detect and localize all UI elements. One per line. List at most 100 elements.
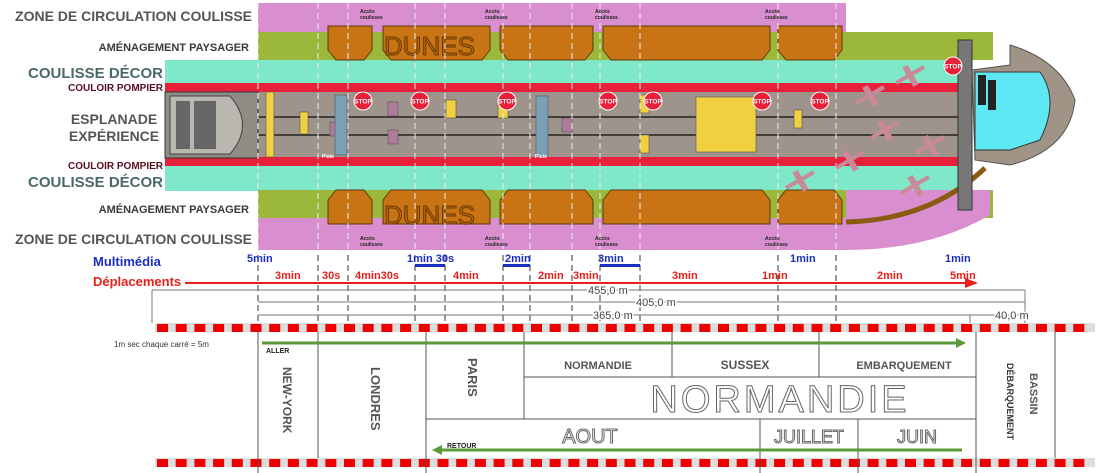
scenery-block xyxy=(265,91,275,158)
dune-top xyxy=(777,25,843,61)
plane-icon xyxy=(785,169,815,192)
label-decor-top: COULISSE DÉCOR xyxy=(28,65,163,82)
scale-square xyxy=(157,324,168,332)
stop-sign-label: STOP xyxy=(599,99,617,106)
scenery-block xyxy=(387,101,399,117)
scenery-block xyxy=(561,117,573,133)
scale-square xyxy=(998,459,1010,467)
dunes-label-bottom: DUNES xyxy=(384,200,475,230)
label-experience: EXPÉRIENCE xyxy=(69,128,159,144)
scale-square xyxy=(643,459,655,467)
scale-square xyxy=(362,324,374,332)
scenery-block xyxy=(334,94,348,156)
scale-square xyxy=(979,459,991,467)
scale-square xyxy=(344,459,355,467)
scale-square xyxy=(998,324,1010,332)
scale-square xyxy=(418,324,430,332)
scale-square xyxy=(269,459,281,467)
plane-icon xyxy=(900,174,930,197)
stop-sign-label: STOP xyxy=(811,99,829,106)
scale-square xyxy=(699,324,711,332)
stop-sign-icon xyxy=(598,91,618,111)
scale-square xyxy=(1017,324,1029,332)
dim-inner: 365,0 m xyxy=(593,310,633,322)
basin-water xyxy=(974,71,1051,151)
dune-bottom xyxy=(327,189,373,225)
scale-square xyxy=(830,459,842,467)
multimedia-duration: 2min xyxy=(505,253,531,265)
scale-square xyxy=(250,459,262,467)
scale-square xyxy=(213,459,225,467)
scale-square xyxy=(1017,459,1029,467)
access-label: Accès xyxy=(765,9,780,15)
scale-square xyxy=(1054,324,1066,332)
scale-square xyxy=(325,324,337,332)
scale-square xyxy=(344,324,355,332)
multimedia-duration: 5min xyxy=(247,253,273,265)
access-label: Accès xyxy=(360,9,375,15)
dune-bottom xyxy=(499,189,594,225)
deplacements-duration: 1min xyxy=(762,270,788,282)
retour-arrowhead xyxy=(432,445,442,455)
scenery-block xyxy=(639,134,650,154)
scale-square xyxy=(1035,459,1047,467)
zone-labels: ZONE DE CIRCULATION COULISSE AMÉNAGEMENT… xyxy=(15,8,252,247)
access-label: coulisses xyxy=(485,242,508,248)
stop-sign-icon xyxy=(643,91,663,111)
scale-square xyxy=(755,459,767,467)
scale-square xyxy=(400,324,412,332)
access-label: Accès xyxy=(485,236,500,242)
deplacements-duration: 2min xyxy=(538,270,564,282)
access-label: coulisses xyxy=(765,15,788,21)
piste-label: Piste xyxy=(535,154,547,160)
scale-square xyxy=(736,324,748,332)
deplacements-label: Déplacements xyxy=(93,274,181,289)
boat-icon xyxy=(978,75,986,105)
scale-square xyxy=(699,459,711,467)
deplacements-duration: 3min xyxy=(275,270,301,282)
scale-square xyxy=(755,324,767,332)
stop-sign-icon xyxy=(410,91,430,111)
scale-square xyxy=(1054,459,1066,467)
dim-end: 40,0 m xyxy=(995,310,1029,322)
decor-zone-top xyxy=(165,60,965,84)
scale-square xyxy=(250,324,262,332)
stop-sign-label: STOP xyxy=(644,99,662,106)
stop-sign-icon xyxy=(752,91,772,111)
pier xyxy=(957,39,973,211)
scale-square xyxy=(718,459,729,467)
plan-table xyxy=(257,332,1056,473)
access-label: coulisses xyxy=(485,15,508,21)
scenery-block xyxy=(535,95,549,157)
scale-square xyxy=(175,459,187,467)
scale-square xyxy=(269,324,281,332)
deplacements-duration: 30s xyxy=(322,270,340,282)
multimedia-duration: 1min xyxy=(945,253,971,265)
scale-strips xyxy=(155,323,1095,467)
scale-square xyxy=(400,459,412,467)
cell-debarquement: DÉBARQUEMENT xyxy=(1005,363,1015,441)
stop-sign-label: STOP xyxy=(411,99,429,106)
label-pompier-top: COULOIR POMPIER xyxy=(68,83,164,94)
scale-square xyxy=(493,324,505,332)
scale-square xyxy=(1073,459,1085,467)
scale-square xyxy=(867,324,879,332)
stop-sign-label: STOP xyxy=(944,64,962,71)
scale-square xyxy=(923,459,935,467)
label-decor-bottom: COULISSE DÉCOR xyxy=(28,174,163,191)
scale-square xyxy=(811,324,823,332)
cell-paris: PARIS xyxy=(465,358,480,397)
dune-top xyxy=(382,25,491,61)
access-label: coulisses xyxy=(360,242,383,248)
scale-square xyxy=(718,324,729,332)
pompier-corridor-bottom xyxy=(165,157,965,167)
multimedia-duration: 1min xyxy=(790,253,816,265)
stop-sign-icon xyxy=(353,91,373,111)
scale-square xyxy=(605,324,617,332)
scale-square xyxy=(905,324,916,332)
scale-square xyxy=(568,324,580,332)
multimedia-duration: 3min xyxy=(598,253,624,265)
scale-square xyxy=(979,324,991,332)
scale-square xyxy=(493,459,505,467)
